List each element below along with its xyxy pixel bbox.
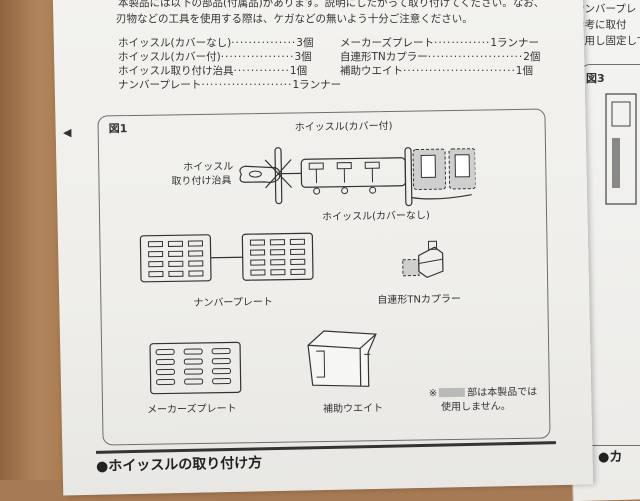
intro-line2: 刃物などの工具を使用する際は、ケガなどの無いよう十分ご注意ください。 — [116, 12, 473, 27]
part-row: メーカーズプレート·············1ランナー — [340, 36, 539, 51]
part-name: 自連形TNカプラー — [340, 51, 428, 63]
part-row: ナンバープレート·····················1ランナー — [118, 78, 341, 93]
number-plate-runner-drawing — [138, 229, 319, 292]
part-qty: 3個 — [294, 51, 311, 63]
note-unused-parts: ※ 部は本製品では 使用しません。 — [429, 386, 538, 416]
part-row: ホイッスル(カバー付)·················3個 — [118, 50, 312, 65]
part-qty: 1ランナー — [490, 37, 539, 49]
label-whistle-covered: ホイッスル(カバー付) — [295, 120, 393, 135]
figure3-drawing — [600, 90, 640, 210]
figure3-title: 図3 — [586, 70, 605, 86]
section-title-text: ホイッスルの取り付け方 — [108, 455, 262, 474]
part-name: ホイッスル(カバー付) — [118, 51, 221, 63]
part-row: 自連形TNカプラー······················2個 — [340, 50, 540, 65]
part-row: ホイッスル取り付け治具·············1個 — [118, 64, 307, 79]
part-qty: 1個 — [290, 65, 307, 77]
figure1-title: 図1 — [109, 120, 128, 136]
part-qty: 2個 — [523, 51, 540, 63]
label-weight: 補助ウエイト — [323, 402, 383, 416]
part-name: ナンバープレート — [118, 79, 201, 91]
label-jig-line2: 取り付け治具 — [171, 174, 231, 188]
bullet-icon: ● — [96, 458, 109, 474]
part-name: ホイッスル(カバーなし) — [118, 37, 231, 49]
section-title: ●ホイッスルの取り付け方 — [96, 452, 263, 475]
part-qty: 3個 — [296, 37, 313, 49]
label-makers-plate: メーカーズプレート — [147, 402, 237, 416]
weight-drawing — [302, 324, 383, 395]
label-number-plate: ナンバープレート — [193, 296, 273, 310]
label-coupler: 自連形TNカプラー — [377, 293, 461, 307]
note-line2: 使用しません。 — [429, 401, 511, 413]
right-section-title: ●カ — [598, 446, 622, 465]
part-row: 補助ウエイト··························1個 — [340, 64, 533, 79]
intro-line1: 本製品には以下の部品(付属品)があります。説明にしたがって取り付けてください。な… — [118, 0, 544, 11]
coupler-drawing — [398, 237, 449, 288]
part-name: ホイッスル取り付け治具 — [118, 65, 234, 77]
page-marker-arrow: ◀ — [63, 126, 71, 139]
figure1-frame: 図1 ホイッスル(カバー付) ホイッスル 取り付け治具 ホイッスル(カバーなし) — [97, 109, 550, 446]
part-name: 補助ウエイト — [340, 65, 403, 77]
part-row: ホイッスル(カバーなし)···············3個 — [118, 36, 313, 51]
note-prefix: ※ — [429, 388, 438, 399]
part-qty: 1ランナー — [292, 79, 341, 91]
makers-plate-drawing — [148, 340, 245, 398]
part-name: メーカーズプレート — [340, 37, 434, 49]
part-qty: 1個 — [516, 65, 533, 77]
note-line1: 部は本製品では — [467, 387, 537, 399]
label-jig-line1: ホイッスル — [183, 160, 233, 174]
gray-swatch-icon — [439, 388, 465, 397]
label-whistle-uncovered: ホイッスル(カバーなし) — [322, 209, 430, 224]
whistle-runner-drawing — [235, 137, 476, 221]
